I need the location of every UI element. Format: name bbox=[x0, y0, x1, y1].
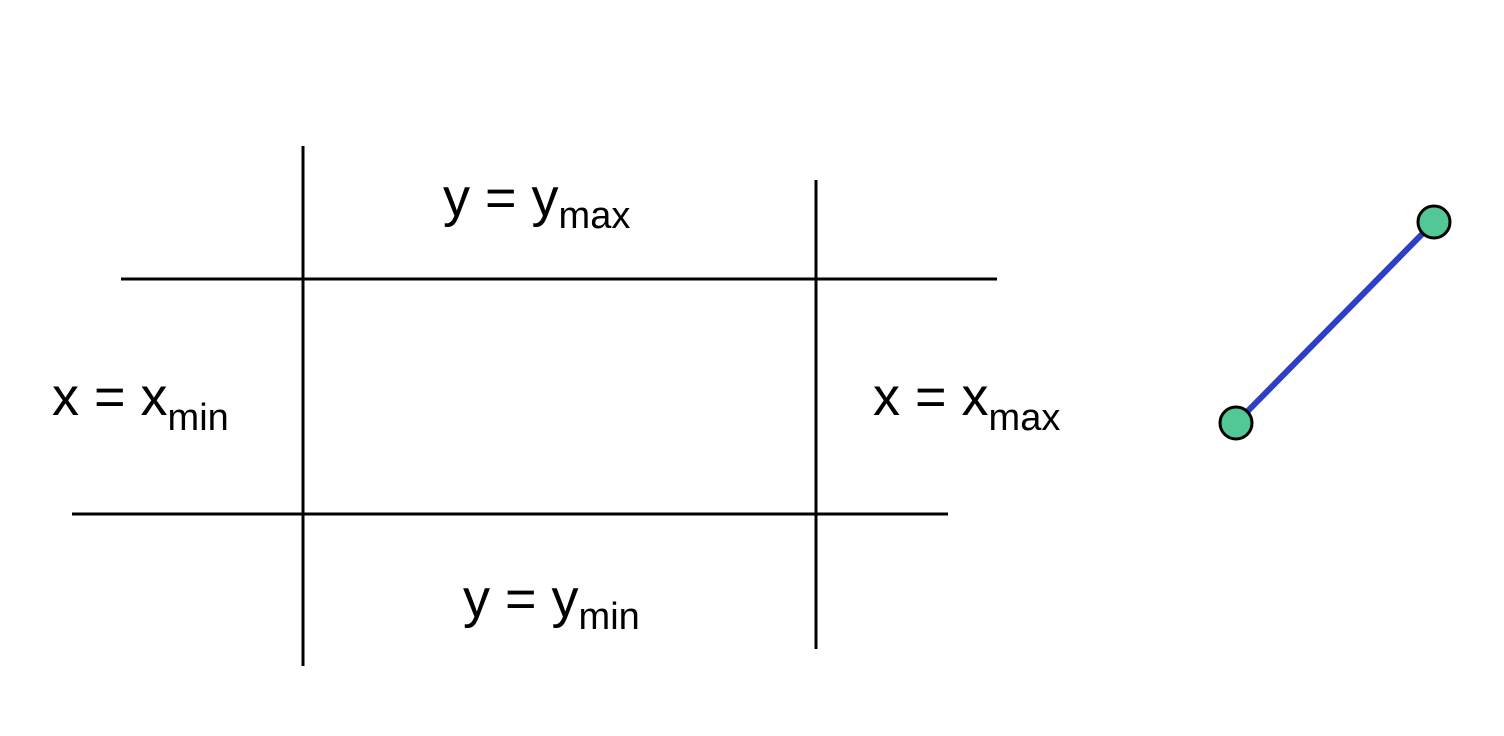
line-segment bbox=[1233, 219, 1437, 426]
label-x-min-base: x = x bbox=[52, 367, 168, 427]
label-y-min-subscript: min bbox=[579, 596, 640, 638]
label-x-min: x = xmin bbox=[52, 367, 229, 439]
label-x-max-base: x = x bbox=[873, 367, 989, 427]
label-y-max-base: y = y bbox=[443, 168, 559, 228]
label-y-min-base: y = y bbox=[463, 569, 579, 629]
label-x-max: x = xmax bbox=[873, 367, 1060, 439]
segment-endpoint-end bbox=[1416, 204, 1452, 240]
label-y-min: y = ymin bbox=[463, 569, 640, 638]
label-y-max-subscript: max bbox=[559, 195, 631, 237]
label-x-max-subscript: max bbox=[989, 397, 1061, 439]
label-y-max: y = ymax bbox=[443, 168, 630, 237]
segment-endpoint-start bbox=[1218, 405, 1254, 441]
label-x-min-subscript: min bbox=[168, 397, 229, 439]
